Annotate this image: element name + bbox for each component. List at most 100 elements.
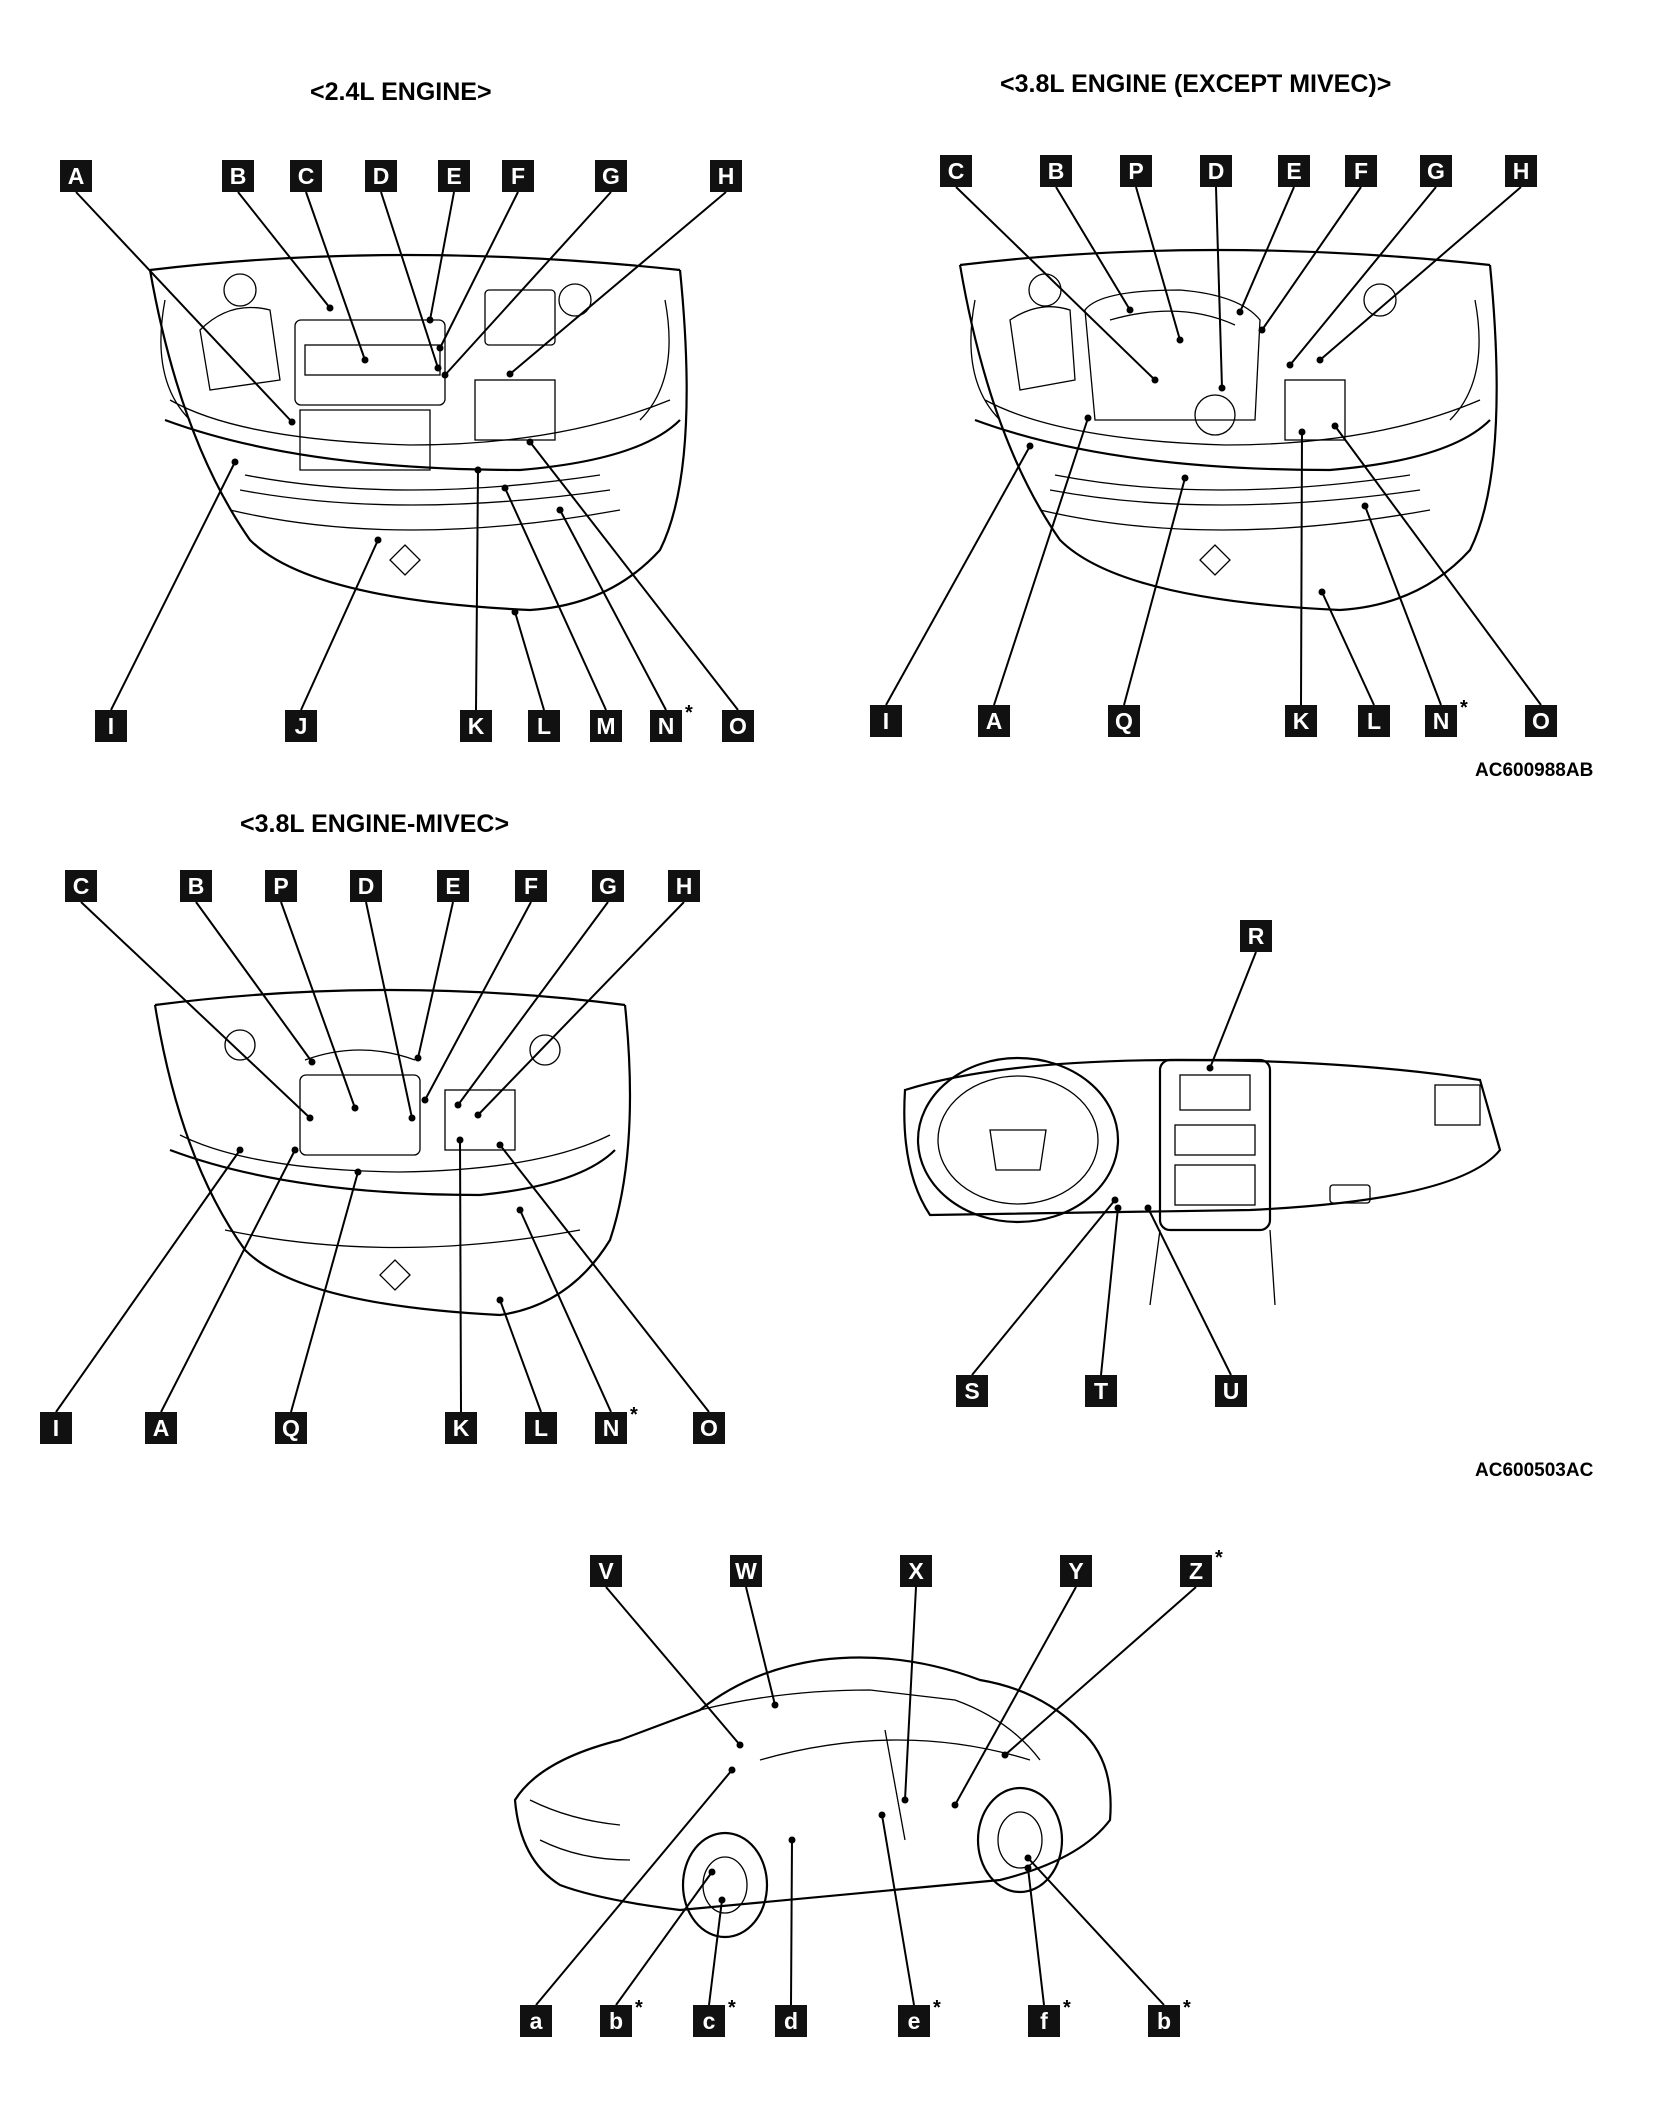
callout-mivec-G: G — [592, 870, 624, 902]
leader-line-mivec-I — [55, 1149, 241, 1413]
target-point-e38-L — [1318, 588, 1326, 596]
target-point-e38-C — [1151, 376, 1159, 384]
callout-car-X: X — [900, 1555, 932, 1587]
target-point-e38-N — [1361, 502, 1369, 510]
target-point-car-a — [728, 1766, 736, 1774]
callout-e38-E: E — [1278, 155, 1310, 187]
callout-car-a: a — [520, 2005, 552, 2037]
callout-e38-K: K — [1285, 705, 1317, 737]
target-point-e24-B — [326, 304, 334, 312]
leader-line-mivec-H — [477, 901, 685, 1116]
callout-mivec-E: E — [437, 870, 469, 902]
leader-line-car-b — [1027, 1857, 1165, 2006]
callout-e24-N: N — [650, 710, 682, 742]
callout-e38-C: C — [940, 155, 972, 187]
leader-line-e38-P — [1135, 186, 1181, 341]
target-point-e38-D — [1218, 384, 1226, 392]
leader-line-e38-H — [1319, 186, 1522, 361]
title-3-8l-engine-except-mivec: <3.8L ENGINE (EXCEPT MIVEC)> — [1000, 70, 1392, 98]
callout-e24-F: F — [502, 160, 534, 192]
leader-line-e24-A — [75, 191, 293, 423]
target-point-e24-H — [506, 370, 514, 378]
callout-e24-M: M — [590, 710, 622, 742]
target-point-e38-G — [1286, 361, 1294, 369]
leader-line-car-b — [615, 1871, 713, 2006]
leader-line-e38-A — [993, 417, 1089, 706]
target-point-e24-M — [501, 484, 509, 492]
leader-line-e24-D — [380, 191, 439, 369]
callout-mivec-D: D — [350, 870, 382, 902]
callout-e24-C: C — [290, 160, 322, 192]
target-point-e38-A — [1084, 414, 1092, 422]
callout-e38-H: H — [1505, 155, 1537, 187]
leader-line-mivec-P — [280, 901, 356, 1109]
target-point-car-f — [1024, 1864, 1032, 1872]
callout-car-Y: Y — [1060, 1555, 1092, 1587]
callout-e24-A: A — [60, 160, 92, 192]
target-point-mivec-B — [308, 1058, 316, 1066]
callout-mivec-H: H — [668, 870, 700, 902]
callout-mivec-N: N — [595, 1412, 627, 1444]
leader-line-e38-O — [1334, 425, 1542, 706]
callout-e38-L: L — [1358, 705, 1390, 737]
leader-line-e38-N — [1364, 505, 1442, 706]
callout-dash-S: S — [956, 1375, 988, 1407]
callout-mivec-O: O — [693, 1412, 725, 1444]
leader-line-dash-U — [1147, 1207, 1232, 1376]
leader-line-e24-H — [509, 191, 727, 375]
target-point-e38-K — [1298, 428, 1306, 436]
callout-mivec-C: C — [65, 870, 97, 902]
target-point-dash-S — [1111, 1196, 1119, 1204]
leader-line-car-f — [1027, 1867, 1045, 2006]
callout-car-d: d — [775, 2005, 807, 2037]
target-point-e38-O — [1331, 422, 1339, 430]
target-point-e24-L — [511, 608, 519, 616]
callout-e38-G: G — [1420, 155, 1452, 187]
target-point-mivec-Q — [354, 1168, 362, 1176]
leader-line-car-a — [535, 1769, 733, 2006]
leader-lines — [55, 186, 1542, 2006]
footnote-marker: * — [685, 702, 693, 724]
target-point-e24-O — [526, 438, 534, 446]
target-point-mivec-E — [414, 1054, 422, 1062]
target-point-mivec-A — [291, 1146, 299, 1154]
leader-line-e38-G — [1289, 186, 1437, 366]
leader-line-mivec-E — [417, 901, 454, 1059]
target-point-mivec-C — [306, 1114, 314, 1122]
callout-e24-L: L — [528, 710, 560, 742]
leader-line-dash-T — [1100, 1207, 1119, 1376]
footnote-marker: * — [635, 1997, 643, 2019]
leader-line-mivec-F — [424, 901, 532, 1101]
leader-line-e38-I — [885, 445, 1031, 706]
callout-e24-B: B — [222, 160, 254, 192]
callout-dash-T: T — [1085, 1375, 1117, 1407]
leader-line-e24-K — [475, 469, 479, 711]
target-point-car-e — [878, 1811, 886, 1819]
callout-e38-P: P — [1120, 155, 1152, 187]
callout-car-Z: Z — [1180, 1555, 1212, 1587]
figure-code-ac600503ac: AC600503AC — [1475, 1460, 1594, 1481]
callout-car-b-6: b — [600, 2005, 632, 2037]
leader-line-e38-K — [1300, 431, 1303, 706]
callout-car-V: V — [590, 1555, 622, 1587]
target-point-e38-F — [1258, 326, 1266, 334]
target-point-car-d — [788, 1836, 796, 1844]
leader-line-mivec-O — [499, 1144, 710, 1413]
leader-line-mivec-G — [457, 901, 609, 1106]
leader-line-car-c — [708, 1899, 723, 2006]
target-point-e24-D — [434, 364, 442, 372]
callout-car-f: f — [1028, 2005, 1060, 2037]
target-point-e24-N — [556, 506, 564, 514]
target-point-e38-Q — [1181, 474, 1189, 482]
target-point-e38-B — [1126, 306, 1134, 314]
leader-line-e24-F — [439, 191, 519, 349]
leader-line-e38-D — [1215, 186, 1223, 389]
leader-line-mivec-L — [499, 1299, 542, 1413]
leader-line-mivec-D — [365, 901, 413, 1119]
footnote-marker: * — [1215, 1547, 1223, 1569]
target-point-car-c — [718, 1896, 726, 1904]
target-point-mivec-F — [421, 1096, 429, 1104]
target-point-car-b — [1024, 1854, 1032, 1862]
title-2-4l-engine: <2.4L ENGINE> — [310, 78, 492, 106]
